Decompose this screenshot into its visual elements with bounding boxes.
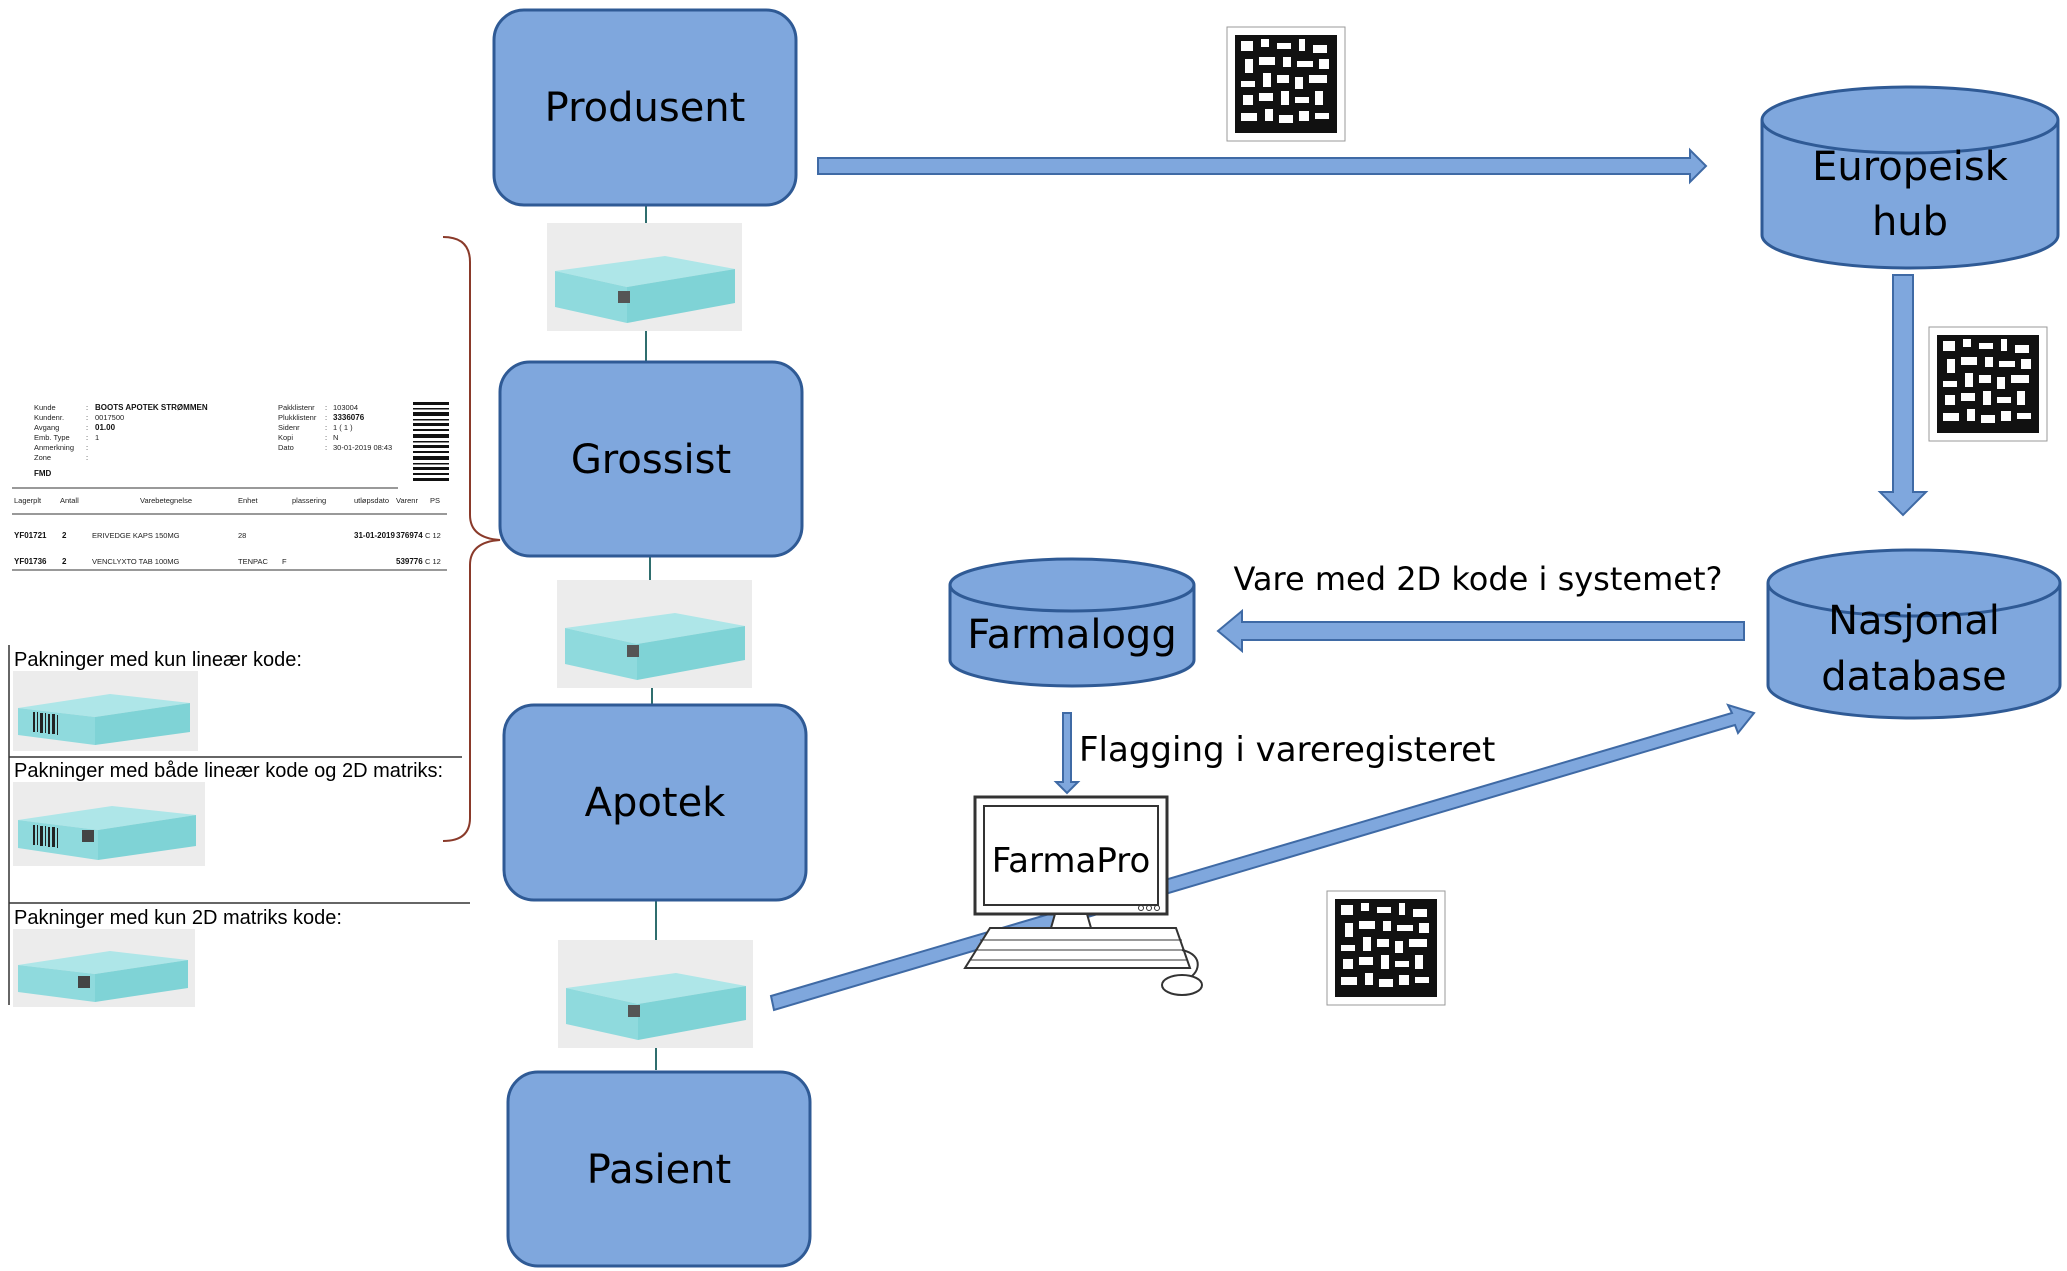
qr-code-icon xyxy=(1226,26,1346,142)
slip-field-label: Avgang xyxy=(34,423,59,432)
edge-label-vare-query: Vare med 2D kode i systemet? xyxy=(1234,560,1723,598)
slip-field-label: Kunde xyxy=(34,403,56,412)
slip-column-header: Varebetegnelse xyxy=(140,496,192,505)
slip-field-label: Kopi xyxy=(278,433,293,442)
slip-field-label: Dato xyxy=(278,443,294,452)
qr-code-icon xyxy=(1326,890,1446,1006)
slip-row-cell: YF01721 xyxy=(14,531,47,540)
package-icon xyxy=(558,940,753,1048)
slip-row-cell: VENCLYXTO TAB 100MG xyxy=(92,557,180,566)
slip-row-cell: TENPAC xyxy=(238,557,268,566)
slip-column-header: utløpsdato xyxy=(354,496,389,505)
slip-row-cell: 2 xyxy=(62,557,67,566)
slip-field-value: 01.00 xyxy=(95,423,116,432)
node-produsent-label: Produsent xyxy=(545,85,746,131)
barcode-icon xyxy=(413,402,449,481)
node-pasient: Pasient xyxy=(506,1070,812,1268)
node-apotek-label: Apotek xyxy=(585,780,727,826)
slip-colon: : xyxy=(86,433,88,442)
slip-row-cell: 31-01-2019 xyxy=(354,531,395,540)
slip-column-header: Varenr xyxy=(396,496,418,505)
arrow-hub-to-nasjonal xyxy=(1877,274,1929,517)
arrow-nasjonal-to-farmalogg xyxy=(1216,608,1745,654)
slip-column-header: Antall xyxy=(60,496,79,505)
slip-field-label: Plukklistenr xyxy=(278,413,317,422)
slip-row-cell: F xyxy=(282,557,287,566)
slip-colon: : xyxy=(86,413,88,422)
legend-panel: Pakninger med kun lineær kode: Pakninger… xyxy=(8,645,470,1007)
edge-label-flagging: Flagging i vareregisteret xyxy=(1079,730,1495,770)
arrow-produsent-to-hub xyxy=(817,147,1708,185)
node-nasjonal-label-2: database xyxy=(1821,654,2006,700)
slip-colon: : xyxy=(325,443,327,452)
node-apotek: Apotek xyxy=(502,703,808,902)
package-matrix-icon xyxy=(13,929,195,1007)
slip-row-cell: ERIVEDGE KAPS 150MG xyxy=(92,531,180,540)
slip-field-label: Kundenr. xyxy=(34,413,64,422)
chain-connectors xyxy=(645,205,657,1070)
legend-linear-only: Pakninger med kun lineær kode: xyxy=(14,649,302,671)
slip-field-label: Emb. Type xyxy=(34,433,70,442)
slip-field-label: Anmerkning xyxy=(34,443,74,452)
slip-field-label: Pakklistenr xyxy=(278,403,315,412)
slip-row-cell: C 12 xyxy=(425,531,441,540)
package-icon xyxy=(547,223,742,331)
slip-colon: : xyxy=(86,443,88,452)
slip-column-header: PS xyxy=(430,496,440,505)
qr-code-icon xyxy=(1928,326,2048,442)
node-europeisk-hub: Europeisk hub xyxy=(1760,85,2060,270)
node-europeisk-hub-label-1: Europeisk xyxy=(1812,144,2009,190)
packing-slip: Kunde:BOOTS APOTEK STRØMMENKundenr.:0017… xyxy=(8,395,449,575)
slip-row-cell: 28 xyxy=(238,531,246,540)
slip-colon: : xyxy=(86,423,88,432)
slip-row-cell: 539776 xyxy=(396,557,423,566)
package-icon xyxy=(557,580,752,688)
legend-both: Pakninger med både lineær kode og 2D mat… xyxy=(14,760,443,782)
node-nasjonal-label-1: Nasjonal xyxy=(1828,598,2000,644)
package-both-icon xyxy=(13,782,205,866)
slip-field-value: N xyxy=(333,433,338,442)
slip-colon: : xyxy=(86,453,88,462)
slip-column-header: Enhet xyxy=(238,496,259,505)
slip-field-value: 30-01-2019 08:43 xyxy=(333,443,392,452)
node-produsent: Produsent xyxy=(492,8,798,207)
slip-column-header: plassering xyxy=(292,496,326,505)
slip-colon: : xyxy=(325,413,327,422)
slip-colon: : xyxy=(325,423,327,432)
slip-column-header: Lagerplt xyxy=(14,496,42,505)
node-europeisk-hub-label-2: hub xyxy=(1872,199,1948,245)
slip-field-value: BOOTS APOTEK STRØMMEN xyxy=(95,403,208,412)
arrow-farmalogg-to-farmapro xyxy=(1053,712,1081,795)
slip-field-value: 3336076 xyxy=(333,413,365,422)
slip-field-value: 1 ( 1 ) xyxy=(333,423,353,432)
slip-field-value: 1 xyxy=(95,433,99,442)
slip-field-value: 103004 xyxy=(333,403,358,412)
package-linear-icon xyxy=(13,671,198,751)
legend-matrix-only: Pakninger med kun 2D matriks kode: xyxy=(14,907,342,929)
slip-field-value: 0017500 xyxy=(95,413,124,422)
node-grossist: Grossist xyxy=(498,360,804,558)
slip-zone-value: FMD xyxy=(34,469,52,478)
slip-row-cell: C 12 xyxy=(425,557,441,566)
node-farmalogg: Farmalogg xyxy=(948,557,1196,688)
slip-colon: : xyxy=(325,433,327,442)
slip-field-label: Sidenr xyxy=(278,423,300,432)
slip-colon: : xyxy=(325,403,327,412)
slip-colon: : xyxy=(86,403,88,412)
package-code-marks xyxy=(618,291,640,1017)
slip-row-cell: YF01736 xyxy=(14,557,47,566)
slip-row-cell: 376974 xyxy=(396,531,423,540)
bracket xyxy=(442,236,501,842)
node-nasjonal-database: Nasjonal database xyxy=(1766,548,2062,720)
node-farmapro-computer: FarmaPro xyxy=(963,795,1203,996)
slip-field-label: Zone xyxy=(34,453,51,462)
slip-row-cell: 2 xyxy=(62,531,67,540)
node-farmalogg-label: Farmalogg xyxy=(967,612,1176,658)
node-pasient-label: Pasient xyxy=(587,1147,731,1193)
node-farmapro-label: FarmaPro xyxy=(992,841,1151,881)
node-grossist-label: Grossist xyxy=(571,437,731,483)
